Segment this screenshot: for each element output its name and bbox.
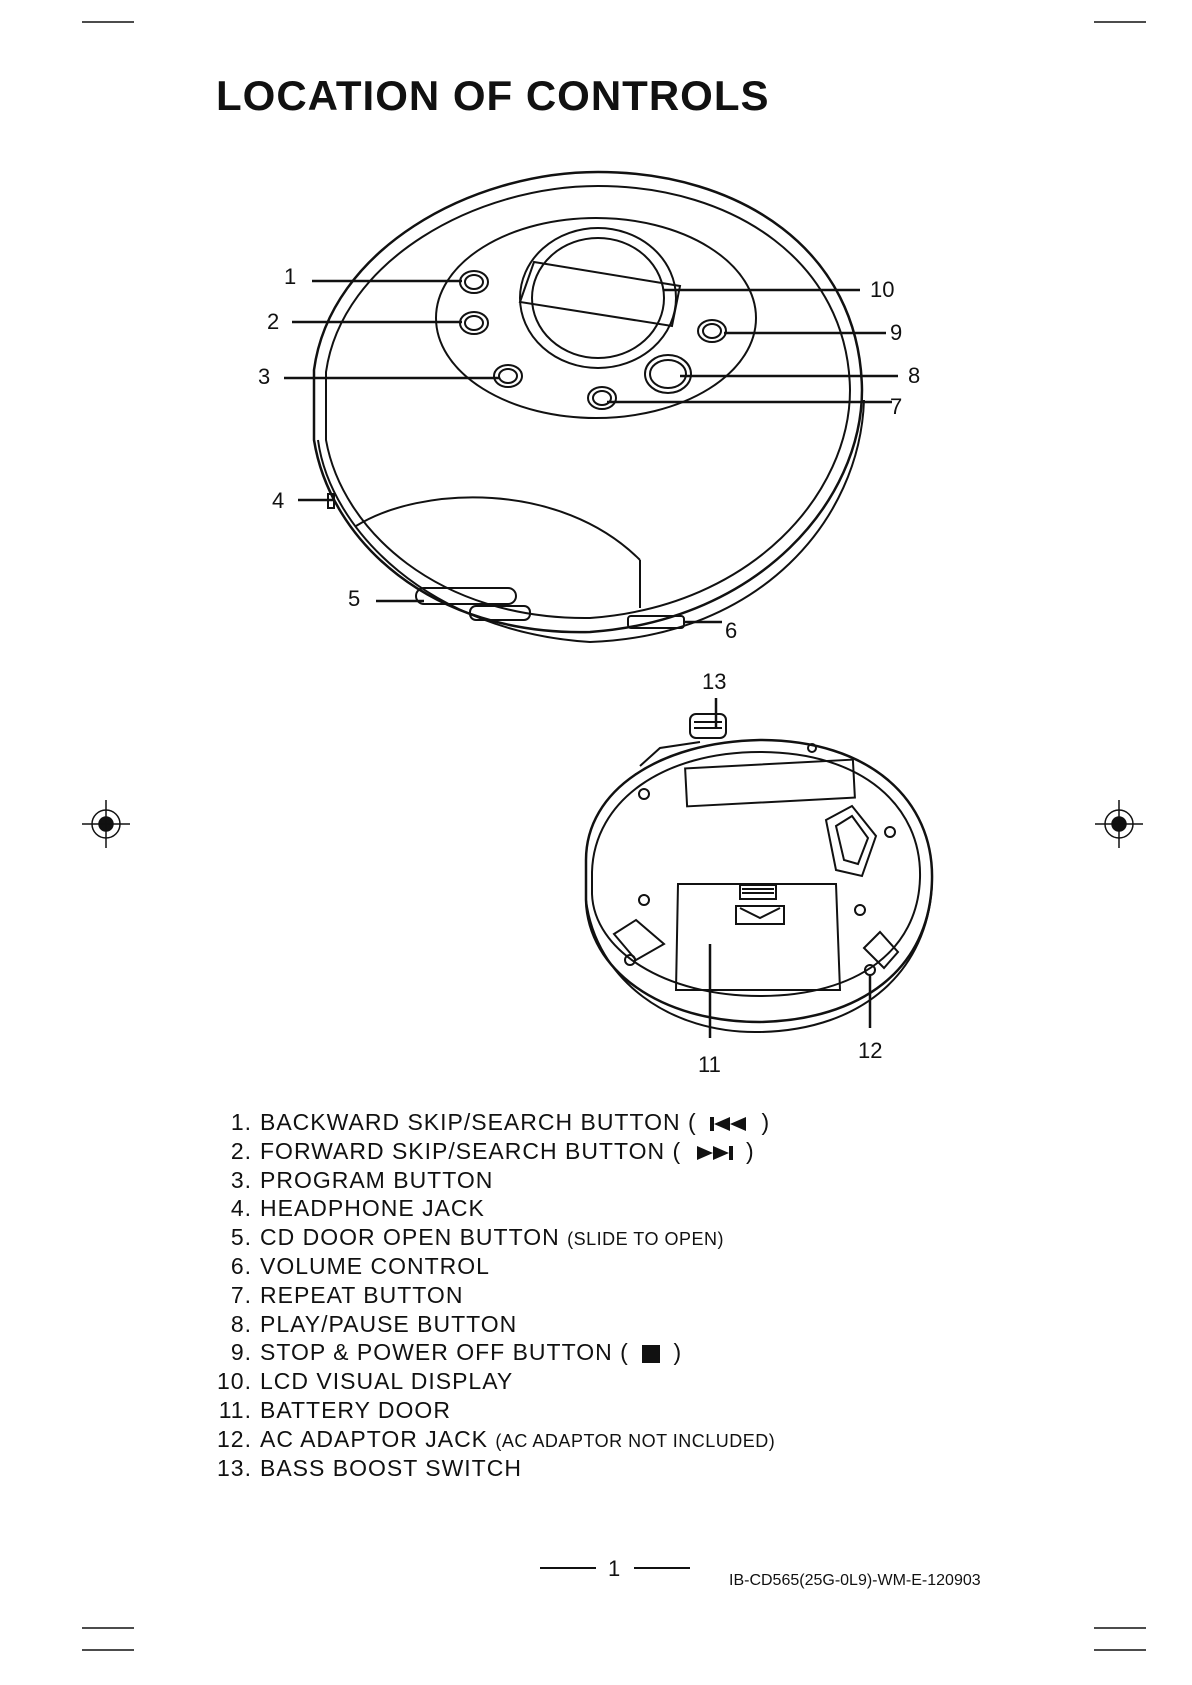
item-number: 9.: [230, 1339, 252, 1366]
callout-10: 10: [870, 277, 895, 302]
item-label: PLAY/PAUSE BUTTON: [260, 1310, 518, 1337]
page-number: 1: [608, 1556, 621, 1581]
item-note: (SLIDE TO OPEN): [567, 1229, 724, 1250]
item-close-paren: ): [673, 1339, 683, 1366]
list-item: 10. LCD VISUAL DISPLAY: [206, 1367, 775, 1396]
list-item: 4. HEADPHONE JACK: [206, 1194, 775, 1223]
item-close-paren: ): [761, 1109, 771, 1135]
item-number: 7.: [230, 1281, 252, 1308]
item-number: 3.: [230, 1166, 252, 1193]
list-item: 12. AC ADAPTOR JACK (AC ADAPTOR NOT INCLU…: [206, 1425, 775, 1454]
controls-legend: 1. BACKWARD SKIP/SEARCH BUTTON ( ) 2. FORW…: [206, 1108, 775, 1482]
cd-player-bottom-view: [584, 713, 934, 1034]
skip-back-icon: [710, 1116, 747, 1131]
registration-mark-left: [82, 800, 130, 848]
document-code: IB-CD565(25G-0L9)-WM-E-120903: [729, 1572, 981, 1589]
item-label: REPEAT BUTTON: [260, 1281, 464, 1308]
list-item: 7. REPEAT BUTTON: [206, 1281, 775, 1310]
item-number: 5.: [230, 1224, 252, 1251]
callout-3: 3: [258, 364, 271, 389]
list-item: 5. CD DOOR OPEN BUTTON (SLIDE TO OPEN): [206, 1223, 775, 1252]
skip-forward-icon: [696, 1145, 733, 1160]
callout-9: 9: [890, 320, 903, 345]
item-label: CD DOOR OPEN BUTTON: [260, 1224, 560, 1251]
item-number: 8.: [230, 1310, 252, 1337]
callout-4: 4: [272, 488, 285, 513]
item-number: 4.: [230, 1195, 252, 1222]
callout-12: 12: [858, 1038, 883, 1063]
cd-player-top-view: [312, 170, 865, 644]
item-label: BASS BOOST SWITCH: [260, 1454, 522, 1481]
registration-mark-right: [1095, 800, 1143, 848]
leader-lines-bottom: [708, 698, 872, 1038]
list-item: 3. PROGRAM BUTTON: [206, 1166, 775, 1195]
callout-8: 8: [908, 363, 921, 388]
stop-square-icon: [642, 1345, 661, 1364]
list-item: 2. FORWARD SKIP/SEARCH BUTTON ( ): [206, 1137, 775, 1166]
item-number: 1.: [230, 1109, 252, 1135]
item-label: STOP & POWER OFF BUTTON (: [260, 1339, 629, 1366]
item-label: HEADPHONE JACK: [260, 1195, 485, 1222]
item-label: LCD VISUAL DISPLAY: [260, 1368, 514, 1395]
item-label: BATTERY DOOR: [260, 1396, 451, 1423]
item-number: 13.: [217, 1454, 252, 1481]
item-label: PROGRAM BUTTON: [260, 1166, 494, 1193]
list-item: 8. PLAY/PAUSE BUTTON: [206, 1310, 775, 1339]
item-label: AC ADAPTOR JACK: [260, 1425, 489, 1452]
item-label: VOLUME CONTROL: [260, 1252, 490, 1279]
callout-7: 7: [890, 394, 903, 419]
callout-11: 11: [698, 1052, 721, 1077]
item-number: 12.: [217, 1425, 252, 1452]
list-item: 11. BATTERY DOOR: [206, 1396, 775, 1425]
callout-2: 2: [267, 309, 280, 334]
player-buttons: [459, 270, 727, 410]
item-label: FORWARD SKIP/SEARCH BUTTON (: [260, 1137, 682, 1164]
callout-1: 1: [284, 264, 297, 289]
list-item: 13. BASS BOOST SWITCH: [206, 1454, 775, 1483]
list-item: 1. BACKWARD SKIP/SEARCH BUTTON ( ): [206, 1108, 775, 1137]
callout-5: 5: [348, 586, 361, 611]
item-close-paren: ): [745, 1137, 755, 1164]
list-item: 6. VOLUME CONTROL: [206, 1252, 775, 1281]
callout-13: 13: [702, 669, 727, 694]
list-item: 9. STOP & POWER OFF BUTTON ( ): [206, 1338, 775, 1367]
crop-marks: [82, 21, 1146, 1651]
item-label: BACKWARD SKIP/SEARCH BUTTON (: [260, 1109, 697, 1135]
item-number: 6.: [230, 1252, 252, 1279]
item-note: (AC ADAPTOR NOT INCLUDED): [495, 1430, 776, 1451]
item-number: 2.: [230, 1137, 252, 1164]
page-title: LOCATION OF CONTROLS: [216, 72, 770, 119]
item-number: 10.: [217, 1368, 252, 1395]
item-number: 11.: [218, 1396, 252, 1423]
leader-lines-top: [284, 279, 898, 624]
callout-6: 6: [725, 618, 738, 643]
